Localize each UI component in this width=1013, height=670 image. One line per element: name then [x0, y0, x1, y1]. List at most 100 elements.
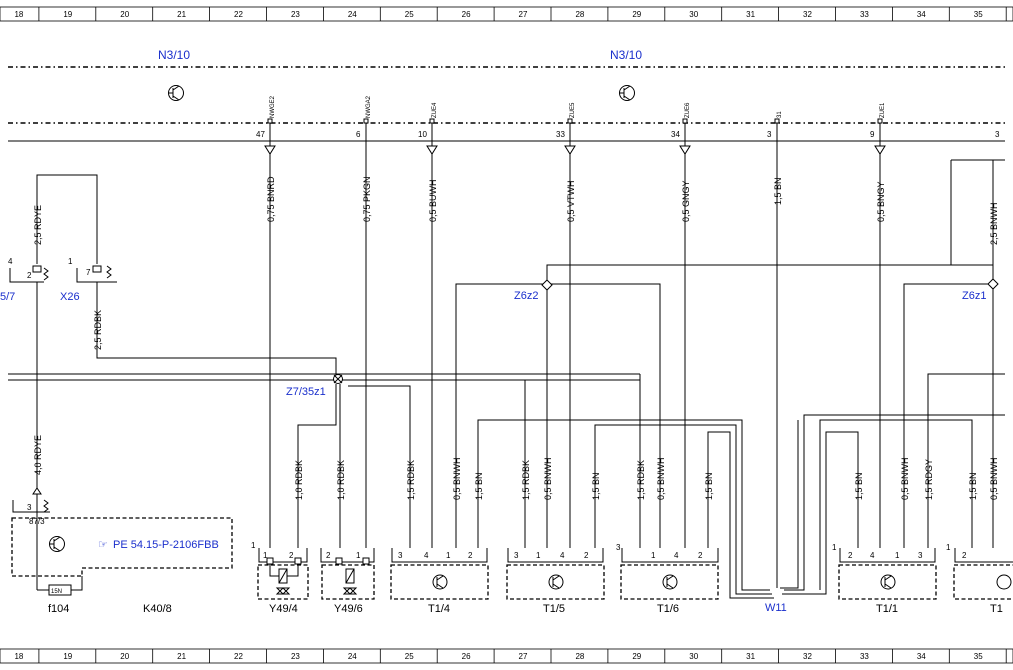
svg-text:1: 1: [651, 551, 656, 560]
bottom-ruler-number: 34: [917, 652, 926, 661]
wire-label: 4,0 RDYE: [33, 435, 43, 475]
top-ruler-number: 25: [405, 10, 414, 19]
svg-text:1: 1: [251, 541, 256, 550]
pointing-hand-icon: ☞: [98, 539, 108, 551]
bottom-ruler-number: 27: [519, 652, 528, 661]
pin-square: [877, 118, 883, 124]
fuse-label: f104: [48, 603, 69, 615]
transistor-icon: [619, 85, 635, 101]
svg-text:4: 4: [870, 551, 875, 560]
top-ruler-number: 34: [917, 10, 926, 19]
wire-label: 1,5 BN: [591, 472, 601, 500]
pin-number: 33: [556, 130, 565, 139]
wire-label: 0,5 GNGY: [681, 180, 691, 222]
pin-signal-name: ZUE4: [432, 102, 438, 118]
top-ruler-number: 29: [632, 10, 641, 19]
top-ruler-number: 26: [462, 10, 471, 19]
top-ruler-number: 30: [689, 10, 698, 19]
bottom-ruler-number: 25: [405, 652, 414, 661]
splice-label-z6z1: Z6z1: [962, 290, 986, 302]
wire-label: 1,0 RDBK: [336, 460, 346, 500]
wire-label: 1,5 RDBK: [636, 460, 646, 500]
wire-label: 2,5 BNWH: [989, 202, 999, 245]
bottom-ruler-number: 26: [462, 652, 471, 661]
pin-signal-name: ZUE1: [880, 102, 886, 118]
svg-text:4: 4: [674, 551, 679, 560]
pin-number: 3: [767, 130, 772, 139]
bottom-ruler-number: 24: [348, 652, 357, 661]
top-ruler-number: 18: [14, 10, 23, 19]
wire-label: 1,5 BN: [854, 472, 864, 500]
top-ruler-number: 22: [234, 10, 243, 19]
pin-square: [567, 118, 573, 124]
pin-signal-name: 31: [777, 111, 783, 118]
wire-label: 0,5 BNWH: [452, 457, 462, 500]
top-ruler-number: 20: [120, 10, 129, 19]
top-ruler-number: 27: [519, 10, 528, 19]
transistor-icon: [168, 85, 184, 101]
pin-square: [429, 118, 435, 124]
svg-text:1: 1: [263, 551, 268, 560]
bottom-ruler-number: 35: [974, 652, 983, 661]
bottom-ruler-number: 33: [860, 652, 869, 661]
pin-signal-name: ZUE5: [570, 102, 576, 118]
component-t1-6: 3 1 4 2: [616, 543, 719, 600]
wire-label: 1,5 BN: [968, 472, 978, 500]
wire-label: 1,5 RDBK: [406, 460, 416, 500]
wire-label: 2,5 RDBK: [93, 310, 103, 350]
component-label-y49-6: Y49/6: [334, 603, 363, 615]
wire-label: 1,5 RDBK: [521, 460, 531, 500]
top-ruler-number: 28: [575, 10, 584, 19]
wire-label: 1,5 BN: [773, 177, 783, 205]
pin-number: 6: [356, 130, 361, 139]
wire-label: 2,5 RDYE: [33, 205, 43, 245]
svg-text:2: 2: [289, 551, 294, 560]
top-ruler-number: 33: [860, 10, 869, 19]
splice-label-z6z2: Z6z2: [514, 290, 538, 302]
bottom-ruler-number: 18: [14, 652, 23, 661]
bottom-ruler-number: 29: [632, 652, 641, 661]
wire-label: 0,5 VTWH: [566, 180, 576, 222]
component-label-t1-1: T1/1: [876, 603, 898, 615]
pin-arrow: [679, 145, 691, 155]
svg-text:1: 1: [895, 551, 900, 560]
svg-text:7: 7: [86, 268, 91, 277]
top-ruler-number: 21: [177, 10, 186, 19]
top-ruler-number: 19: [63, 10, 72, 19]
connector-partial: 4 2: [8, 257, 49, 283]
top-ruler-number: 24: [348, 10, 357, 19]
connector-x26: 1 7: [68, 257, 117, 283]
svg-text:2: 2: [848, 551, 853, 560]
pin-arrow: [874, 145, 886, 155]
splice-z6z1: [987, 278, 999, 290]
svg-text:2: 2: [27, 271, 32, 280]
svg-text:2: 2: [698, 551, 703, 560]
relay-label: K40/8: [143, 603, 172, 615]
svg-text:3: 3: [918, 551, 923, 560]
pin-square: [682, 118, 688, 124]
component-label-y49-4: Y49/4: [269, 603, 298, 615]
component-label-t1-partial: T1: [990, 603, 1003, 615]
component-label-t1-6: T1/6: [657, 603, 679, 615]
svg-text:3: 3: [514, 551, 519, 560]
pin-number: 10: [418, 130, 427, 139]
splice-label-z7: Z7/35z1: [286, 386, 326, 398]
splice-z7: [333, 374, 343, 384]
svg-text:2: 2: [468, 551, 473, 560]
svg-text:1: 1: [832, 543, 837, 552]
reference-link[interactable]: PE 54.15-P-2106FBB: [113, 539, 219, 551]
bottom-ruler-number: 28: [575, 652, 584, 661]
wire-label: 0,5 BNWH: [900, 457, 910, 500]
connector-label-x26: X26: [60, 291, 80, 303]
bottom-ruler-number: 30: [689, 652, 698, 661]
svg-text:1: 1: [446, 551, 451, 560]
svg-text:15N: 15N: [51, 589, 62, 595]
svg-text:3: 3: [27, 503, 32, 512]
bottom-ruler-number: 19: [63, 652, 72, 661]
pin-square: [774, 118, 780, 124]
pin-number: 47: [256, 130, 265, 139]
wire-label: 1,5 BN: [704, 472, 714, 500]
component-t1-partial: 1 2: [946, 543, 1013, 600]
